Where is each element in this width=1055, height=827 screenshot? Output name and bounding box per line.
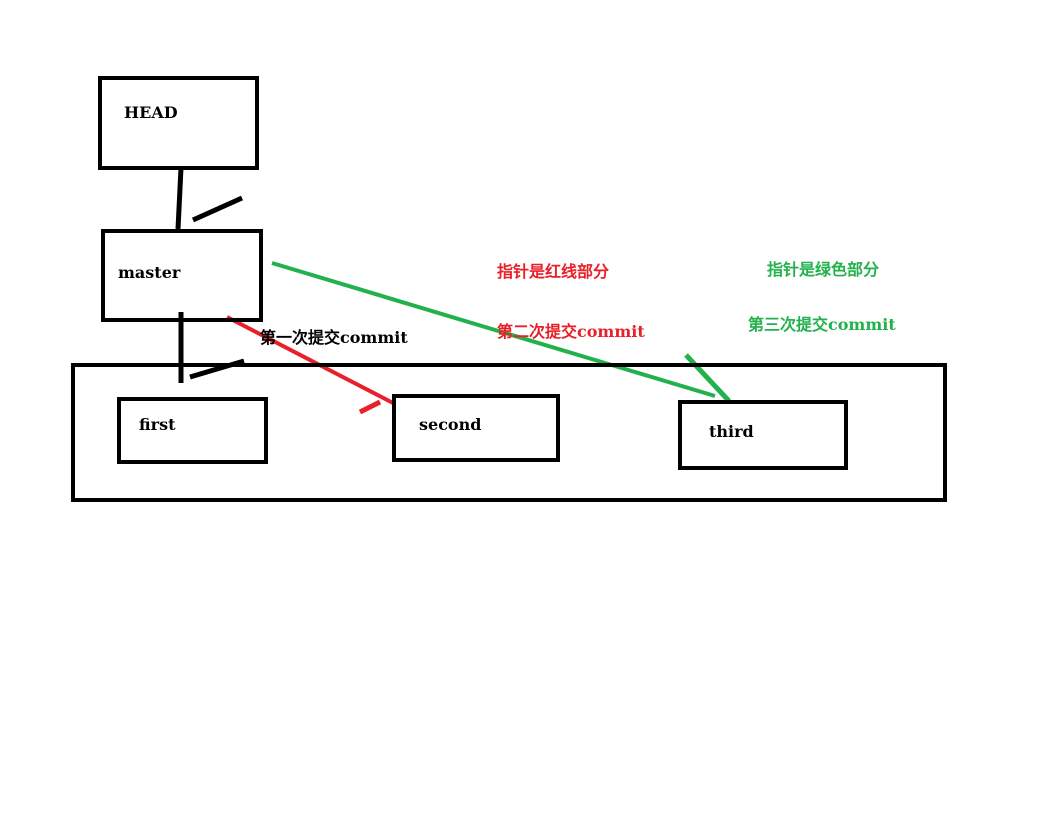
master-label: master	[118, 263, 181, 282]
first-commit-note: 第一次提交commit	[260, 328, 408, 347]
second-commit-label: second	[419, 415, 482, 434]
third-commit-label: third	[709, 422, 754, 441]
master-to-third-green-line	[271, 261, 716, 398]
head-to-master-tick	[191, 195, 244, 223]
third-commit-box	[678, 400, 848, 470]
first-commit-label: first	[139, 415, 176, 434]
head-box	[98, 76, 259, 170]
head-label: HEAD	[124, 103, 178, 122]
second-commit-box	[392, 394, 560, 462]
master-to-second-red-line	[226, 315, 394, 405]
second-commit-note: 第二次提交commit	[497, 322, 645, 341]
commit-container	[71, 363, 947, 502]
head-to-master-line	[175, 167, 184, 230]
third-green-tick	[684, 353, 731, 403]
second-red-tick	[358, 399, 382, 415]
red-pointer-note: 指针是红线部分	[497, 262, 610, 281]
third-commit-note: 第三次提交commit	[748, 315, 896, 334]
first-commit-box	[117, 397, 268, 464]
master-box	[101, 229, 263, 322]
green-pointer-note: 指针是绿色部分	[767, 260, 880, 279]
